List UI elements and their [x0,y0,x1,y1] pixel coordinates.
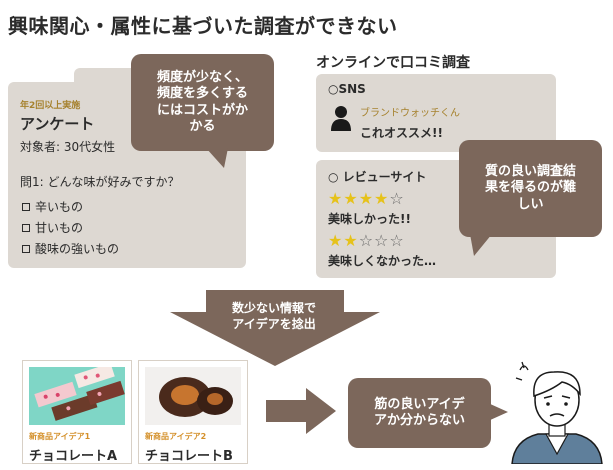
star-filled-icon: ★ [343,189,359,208]
survey-heading: アンケート [20,115,95,133]
bubble-line: 頻度が少なく、 [156,70,248,85]
survey-option: 酸味の強いもの [20,240,234,257]
quality-speech-bubble: 質の良い調査結 果を得るのが難 しい [459,140,602,237]
product-tag: 新商品アイデア2 [145,432,207,441]
bubble-line: アか分からない [373,413,465,428]
rating-stars: ★★★★☆ [328,189,544,208]
product-tag: 新商品アイデア1 [29,432,91,441]
bubble-line: 質の良い調査結 [484,164,576,180]
star-filled-icon: ★ [358,189,375,208]
product-name: チョコレートB [145,449,233,464]
sns-card: ○SNS ブランドウォッチくん これオススメ!! [316,74,556,152]
checkbox-icon [22,244,30,253]
page-title: 興味関心・属性に基づいた調査ができない [8,14,398,38]
star-filled-icon: ★ [343,231,359,250]
arrow-label-line: 数少ない情報で [231,301,316,315]
sns-message: これオススメ!! [360,126,443,140]
survey-option-label: 酸味の強いもの [35,242,120,256]
bubble-line: しい [517,196,544,212]
cost-speech-bubble: 頻度が少なく、 頻度を多くする にはコストがか かる [131,54,274,151]
sns-username: ブランドウォッチくん [360,108,460,119]
product-card: 新商品アイデア1 チョコレートA [22,360,132,464]
star-filled-icon: ★ [328,189,344,208]
survey-badge: 年2回以上実施 [20,101,81,111]
online-section-title: オンラインで口コミ調査 [316,55,470,71]
chocolate-truffle-image [145,367,241,425]
sns-label: ○SNS [328,82,366,96]
checkbox-icon [22,202,30,211]
survey-option-label: 辛いもの [35,200,84,214]
survey-option-label: 甘いもの [35,221,84,235]
bubble-tail-icon [470,234,492,256]
chocolate-bars-image [29,367,125,425]
worried-person-icon [511,361,603,464]
survey-target: 対象者: 30代女性 [20,140,116,154]
bubble-tail-icon [206,148,228,168]
down-arrow-icon [170,290,380,366]
survey-option: 甘いもの [20,219,234,236]
star-empty-icon: ☆ [374,231,390,250]
product-card: 新商品アイデア2 チョコレートB [138,360,248,464]
star-empty-icon: ☆ [358,231,375,250]
checkbox-icon [22,223,30,232]
bubble-line: にはコストがか [156,102,248,118]
star-empty-icon: ☆ [389,231,405,250]
survey-question: 問1: どんな味が好みですか？ [20,175,180,189]
star-filled-icon: ★ [328,231,344,250]
survey-option: 辛いもの [20,198,234,215]
review-text: 美味しかった!! [328,212,411,226]
arrow-label-line: アイデアを捻出 [232,317,316,332]
survey-options: 辛いもの 甘いもの 酸味の強いもの [20,198,234,257]
idea-speech-bubble: 筋の良いアイデ アか分からない [348,378,491,448]
review-site-label: ○ レビューサイト [328,170,427,184]
star-filled-icon: ★ [374,189,390,208]
arrow-label: 数少ない情報で アイデアを捻出 [214,300,334,332]
star-empty-icon: ☆ [389,189,405,208]
rating-stars: ★★☆☆☆ [328,231,544,250]
product-name: チョコレートA [29,449,118,464]
right-arrow-icon [266,388,336,434]
bubble-line: 筋の良いアイデ [374,396,465,412]
bubble-line: 頻度を多くする [156,86,248,102]
bubble-tail-icon [488,403,508,421]
bubble-line: かる [189,118,216,134]
user-icon [331,106,351,131]
bubble-line: 果を得るのが難 [484,180,576,196]
review-text: 美味しくなかった… [328,254,437,268]
